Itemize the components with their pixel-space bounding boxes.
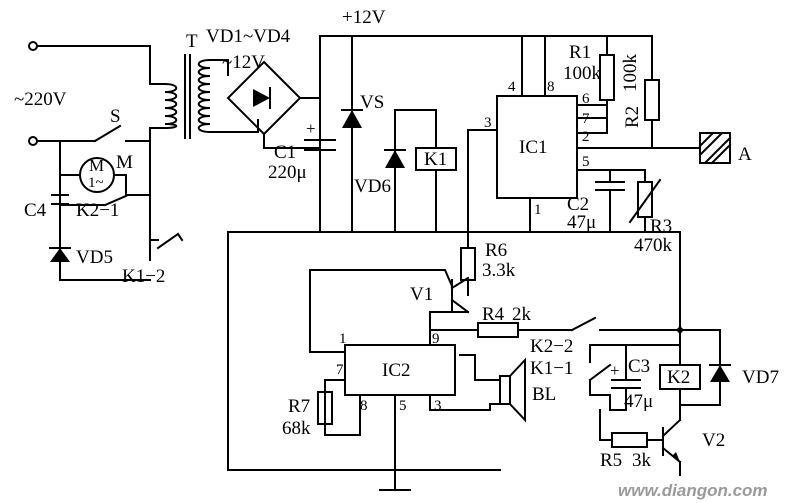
label-ac-source: ~220V (14, 89, 67, 110)
label-ic2: IC2 (382, 360, 411, 381)
label-r6-value: 3.3k (482, 260, 516, 281)
ic2-pin-5: 5 (399, 398, 407, 414)
label-r5: R5 (600, 450, 622, 471)
label-r2: R2 (622, 106, 643, 128)
label-vd7: VD7 (742, 367, 779, 388)
k1-1-c3: + (588, 344, 681, 411)
label-bl: BL (532, 384, 556, 405)
zener-vs (341, 35, 363, 233)
ic1-pin-5: 5 (582, 154, 590, 170)
label-vs: VS (360, 92, 384, 113)
transistor-v2-r5 (599, 409, 682, 476)
label-r1: R1 (569, 42, 591, 63)
label-k1: K1 (424, 149, 447, 170)
ic1-pin-8: 8 (547, 79, 555, 95)
label-c1-value: 220μ (268, 162, 307, 183)
label-switch-s: S (110, 106, 121, 127)
sensor-a (698, 131, 732, 165)
ic2-pin-8: 8 (360, 398, 368, 414)
label-sensor-a: A (738, 144, 752, 165)
label-r6: R6 (485, 240, 507, 261)
ac-terminal-bottom (28, 136, 38, 146)
label-c3-value: 47μ (624, 391, 653, 412)
ac-terminal-top (28, 41, 38, 51)
motor-sub: 1~ (88, 175, 104, 191)
label-r5-value: 3k (632, 450, 652, 471)
label-transformer: T (186, 31, 198, 52)
label-r7-value: 68k (282, 418, 311, 439)
relay-k2-vd7 (659, 329, 731, 421)
motor-m: M 1~ (79, 156, 115, 193)
label-r4-value: 2k (512, 304, 532, 325)
label-vd6: VD6 (354, 176, 391, 197)
label-c2: C2 (567, 194, 589, 215)
label-supply: +12V (342, 7, 386, 28)
resistors-r1-r2 (599, 35, 660, 149)
label-v1: V1 (410, 284, 433, 305)
capacitor-c2-r3 (595, 169, 681, 331)
label-c1: C1 (274, 142, 296, 163)
svg-text:+: + (610, 361, 620, 380)
label-vd5: VD5 (76, 247, 113, 268)
label-motor: M (116, 152, 133, 173)
supply-rails (227, 35, 681, 491)
ac-input-section (28, 41, 184, 281)
label-bridge: VD1~VD4 (206, 26, 291, 47)
label-v2: V2 (702, 430, 725, 451)
label-ic1: IC1 (519, 137, 548, 158)
transformer-t (163, 54, 259, 139)
pin-numbers: 4 8 3 6 7 2 5 1 1 9 7 8 5 3 (336, 79, 590, 414)
label-r7: R7 (288, 396, 310, 417)
ic1-pin-2: 2 (582, 129, 590, 145)
label-r1-value: 100k (563, 63, 602, 84)
ic1-chip (467, 35, 701, 233)
transistor-v1-r6 (309, 231, 476, 353)
label-secondary: ~12V (222, 52, 265, 73)
watermark: www.diangon.com (618, 481, 768, 500)
label-k2-1: K2−1 (76, 200, 119, 221)
label-c3: C3 (628, 356, 650, 377)
label-k2: K2 (667, 367, 690, 388)
ic2-pin-3: 3 (434, 398, 442, 414)
ic1-pin-4: 4 (508, 79, 516, 95)
label-r3: R3 (650, 216, 672, 237)
speaker-bl (474, 357, 526, 423)
capacitor-c1: + (304, 119, 336, 151)
label-c2-value: 47μ (567, 212, 596, 233)
label-k1-1: K1−1 (530, 358, 573, 379)
label-k2-2: K2−2 (530, 336, 573, 357)
label-r4: R4 (482, 304, 505, 325)
ic2-pin-1: 1 (339, 331, 347, 347)
ic1-pin-6: 6 (582, 91, 590, 107)
label-r2-value: 100k (620, 54, 641, 93)
labels: ~220V S T VD1~VD4 ~12V +12V C1 220μ VS V… (14, 7, 779, 471)
r4-k2-2 (429, 316, 683, 346)
svg-text:+: + (306, 119, 316, 138)
motor-symbol: M (89, 156, 104, 175)
ic1-pin-3: 3 (484, 115, 492, 131)
label-c4: C4 (24, 200, 47, 221)
ic2-pin-9: 9 (432, 331, 440, 347)
ic2-chip (317, 344, 491, 471)
label-r3-value: 470k (634, 235, 673, 256)
ic1-pin-7: 7 (582, 111, 590, 127)
label-k1-2: K1−2 (122, 266, 165, 287)
ic1-pin-1: 1 (534, 202, 542, 218)
relay-k1-group (384, 109, 457, 233)
ic2-pin-7: 7 (336, 362, 344, 378)
